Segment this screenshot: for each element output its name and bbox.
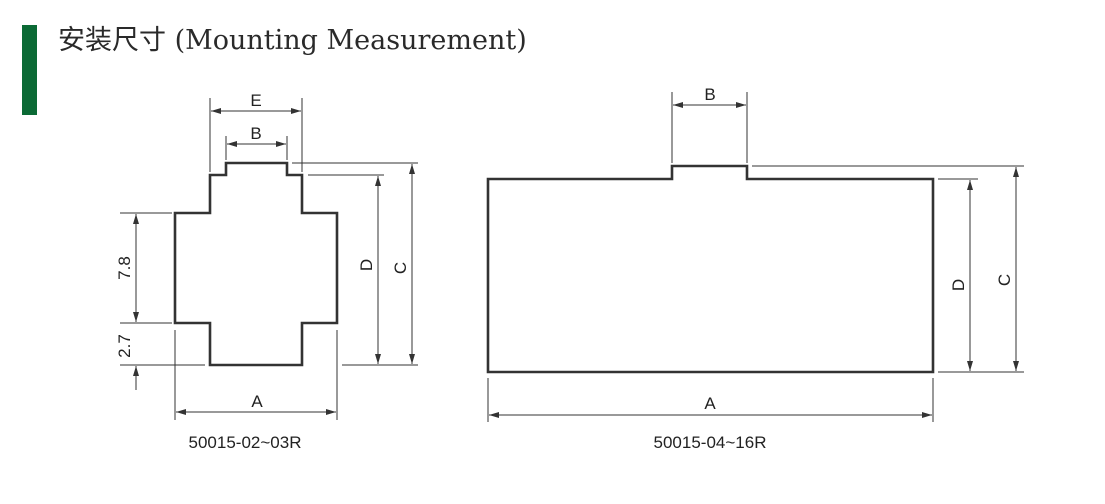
label-C: C [995,274,1014,286]
label-A: A [704,394,716,413]
label-D: D [357,259,376,271]
left-diagram: E B D C 7.8 2.7 A 50015-02~03R [115,91,418,452]
left-caption: 50015-02~03R [189,433,302,452]
section-title: 安装尺寸 (Mounting Measurement) [58,25,527,56]
label-A: A [251,392,263,411]
label-E: E [250,91,261,110]
label-B: B [250,124,261,143]
label-C: C [391,262,410,274]
label-D: D [949,279,968,291]
label-2.7: 2.7 [115,334,134,358]
label-B: B [704,85,715,104]
right-diagram: B D C A 50015-04~16R [486,85,1024,452]
accent-bar [22,25,37,115]
right-caption: 50015-04~16R [654,433,767,452]
label-7.8: 7.8 [115,256,134,280]
right-outline [486,164,935,374]
left-outline [173,161,339,367]
